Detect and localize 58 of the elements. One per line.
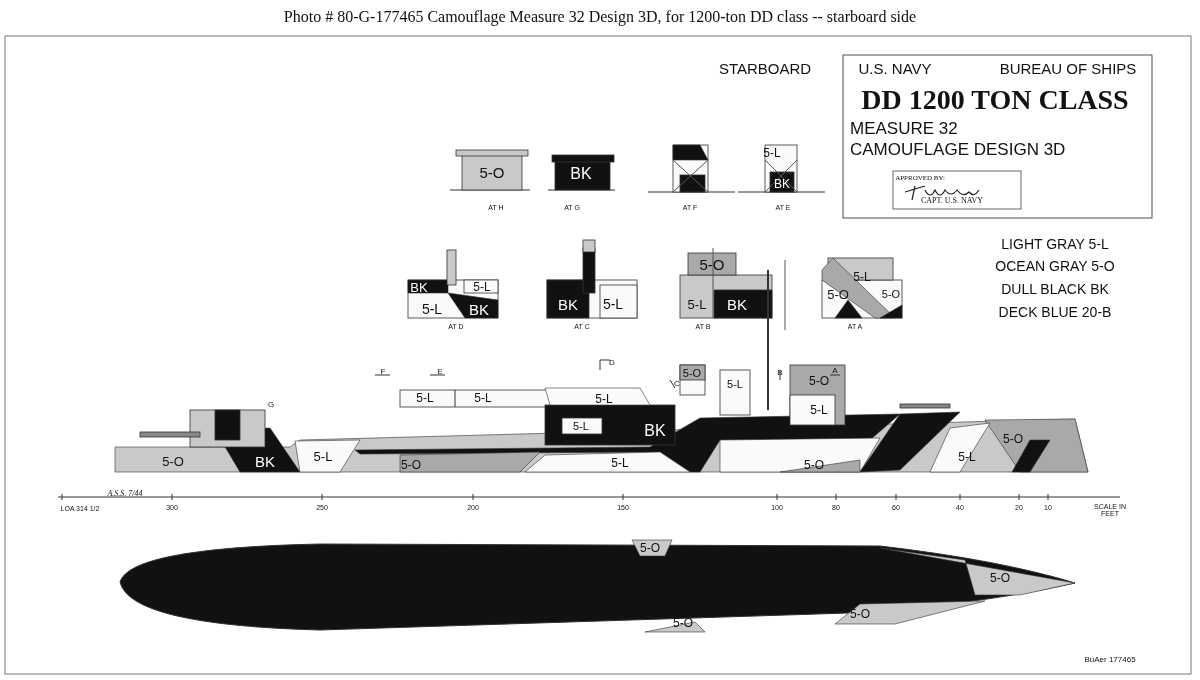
paint-code-label: 5-O [640,542,660,554]
paint-code-label: BK [255,453,275,469]
paint-code-label: 5-O [401,459,421,471]
paint-code-label: BK [727,296,747,312]
paint-code-label: BK [774,178,790,190]
paint-code-label: 5-L [313,449,333,463]
paint-code-label: 5-O [682,367,702,379]
paint-code-label: 5-L [810,404,828,416]
paint-code-label: 5-L [853,271,871,283]
paint-code-label: 5-L [421,302,443,316]
paint-code-label: 5-L [474,392,492,404]
paint-code-label: 5-O [673,617,693,629]
section-marker-letter: B [777,369,783,377]
paint-code-label: 5-L [416,392,434,404]
section-marker-letter: D [609,359,615,367]
paint-code-label: 5-O [827,287,849,301]
paint-code-label: 5-L [763,147,781,159]
paint-code-label: 5-L [595,393,613,405]
section-marker-letter: G [267,401,275,409]
class-heading: DD 1200 TON CLASS [861,86,1129,114]
paint-code-label: 5-O [809,375,829,387]
view-label: STARBOARD [718,60,812,76]
section-marker-letter: E [437,368,443,376]
paint-code-label: 5-L [573,420,589,432]
paint-code-label: 5-L [602,297,624,311]
drawing-number: BuAer 177465 [1084,656,1136,664]
paint-code-label: 5-L [958,451,976,463]
paint-code-label: 5-O [699,256,725,272]
drafter-initials: A.S.S. 7/44 [107,490,143,498]
paint-code-label: 5-O [479,164,505,180]
title-block-text: BUREAU OF SHIPS [999,60,1137,76]
paint-code-label: 5-O [850,608,870,620]
paint-code-label: 5-L [611,457,629,469]
color-key-entry: OCEAN GRAY 5-O [995,259,1115,273]
title-block-text: MEASURE 32 [850,119,958,137]
section-marker-letter: A [832,367,838,375]
paint-code-label: 5-O [804,459,824,471]
paint-code-label: 5-O [990,572,1010,584]
paint-code-label: BK [570,166,592,182]
paint-code-label: 5-O [881,288,901,300]
paint-code-label: 5-L [473,281,491,293]
paint-code-label: 5-O [162,454,184,468]
photo-caption: Photo # 80-G-177465 Camouflage Measure 32 Design 3D, for 1200-ton DD class -- starboard side [283,9,917,25]
paint-code-label: 5-L [687,297,707,311]
title-block-text: U.S. NAVY [858,60,932,76]
paint-code-label: BK [469,301,489,317]
paint-code-label: 5-O [1003,433,1023,445]
color-key-entry: DULL BLACK BK [1001,282,1109,296]
title-block-text: CAMOUFLAGE DESIGN 3D [850,140,1066,158]
paint-code-label: BK [410,280,428,294]
color-key-entry: LIGHT GRAY 5-L [1001,237,1109,251]
paint-code-label: BK [558,296,578,312]
color-key-entry: DECK BLUE 20-B [998,305,1112,319]
paint-code-label: BK [644,423,666,439]
stamp-text: CAPT. U.S. NAVY [920,197,984,205]
section-marker-letter: F [380,368,386,376]
section-marker-letter: C [674,380,680,388]
paint-code-label: 5-L [727,378,743,390]
